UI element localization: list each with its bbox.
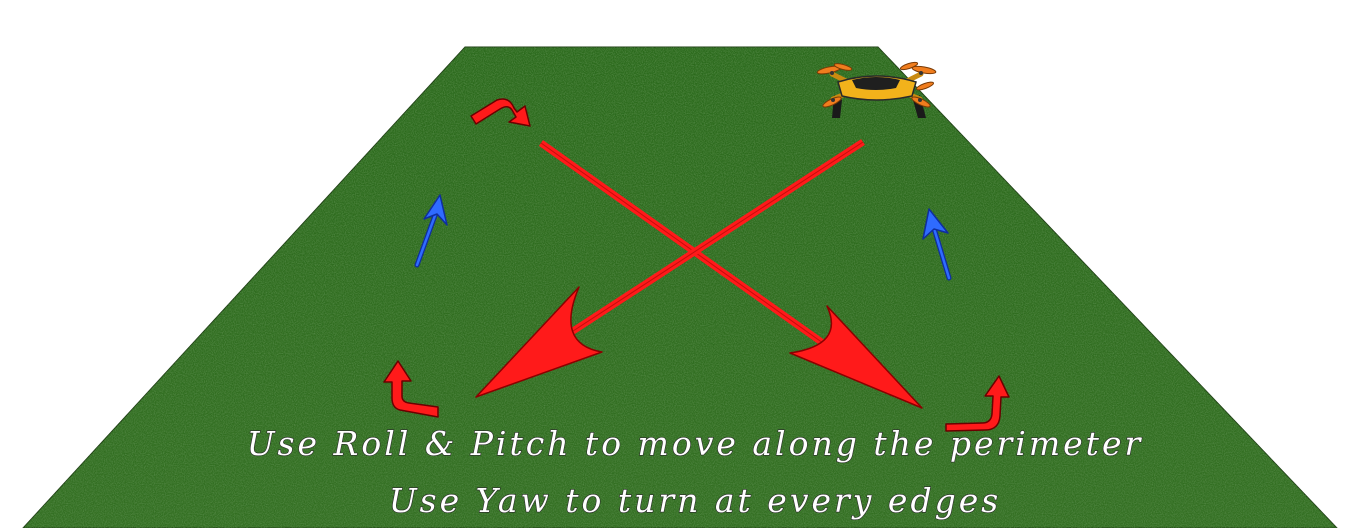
diagonal-arrowhead-right <box>789 305 923 409</box>
yaw-turn-arrow-bottom-right <box>945 375 1010 432</box>
move-arrow-left <box>414 194 448 268</box>
diagonal-path-arrow-left <box>475 139 865 398</box>
caption-roll-pitch: Use Roll & Pitch to move along the perim… <box>247 424 1144 463</box>
caption-yaw: Use Yaw to turn at every edges <box>389 481 1001 520</box>
diagonal-arrowhead-left <box>475 286 603 398</box>
quadcopter-drone-icon <box>816 61 937 118</box>
yaw-turn-arrow-top-left <box>470 98 531 127</box>
yaw-turn-arrow-bottom-left <box>383 360 439 418</box>
diagonal-path-arrow-right <box>538 140 923 409</box>
move-arrow-right <box>922 208 952 281</box>
grass-field <box>22 46 1338 528</box>
